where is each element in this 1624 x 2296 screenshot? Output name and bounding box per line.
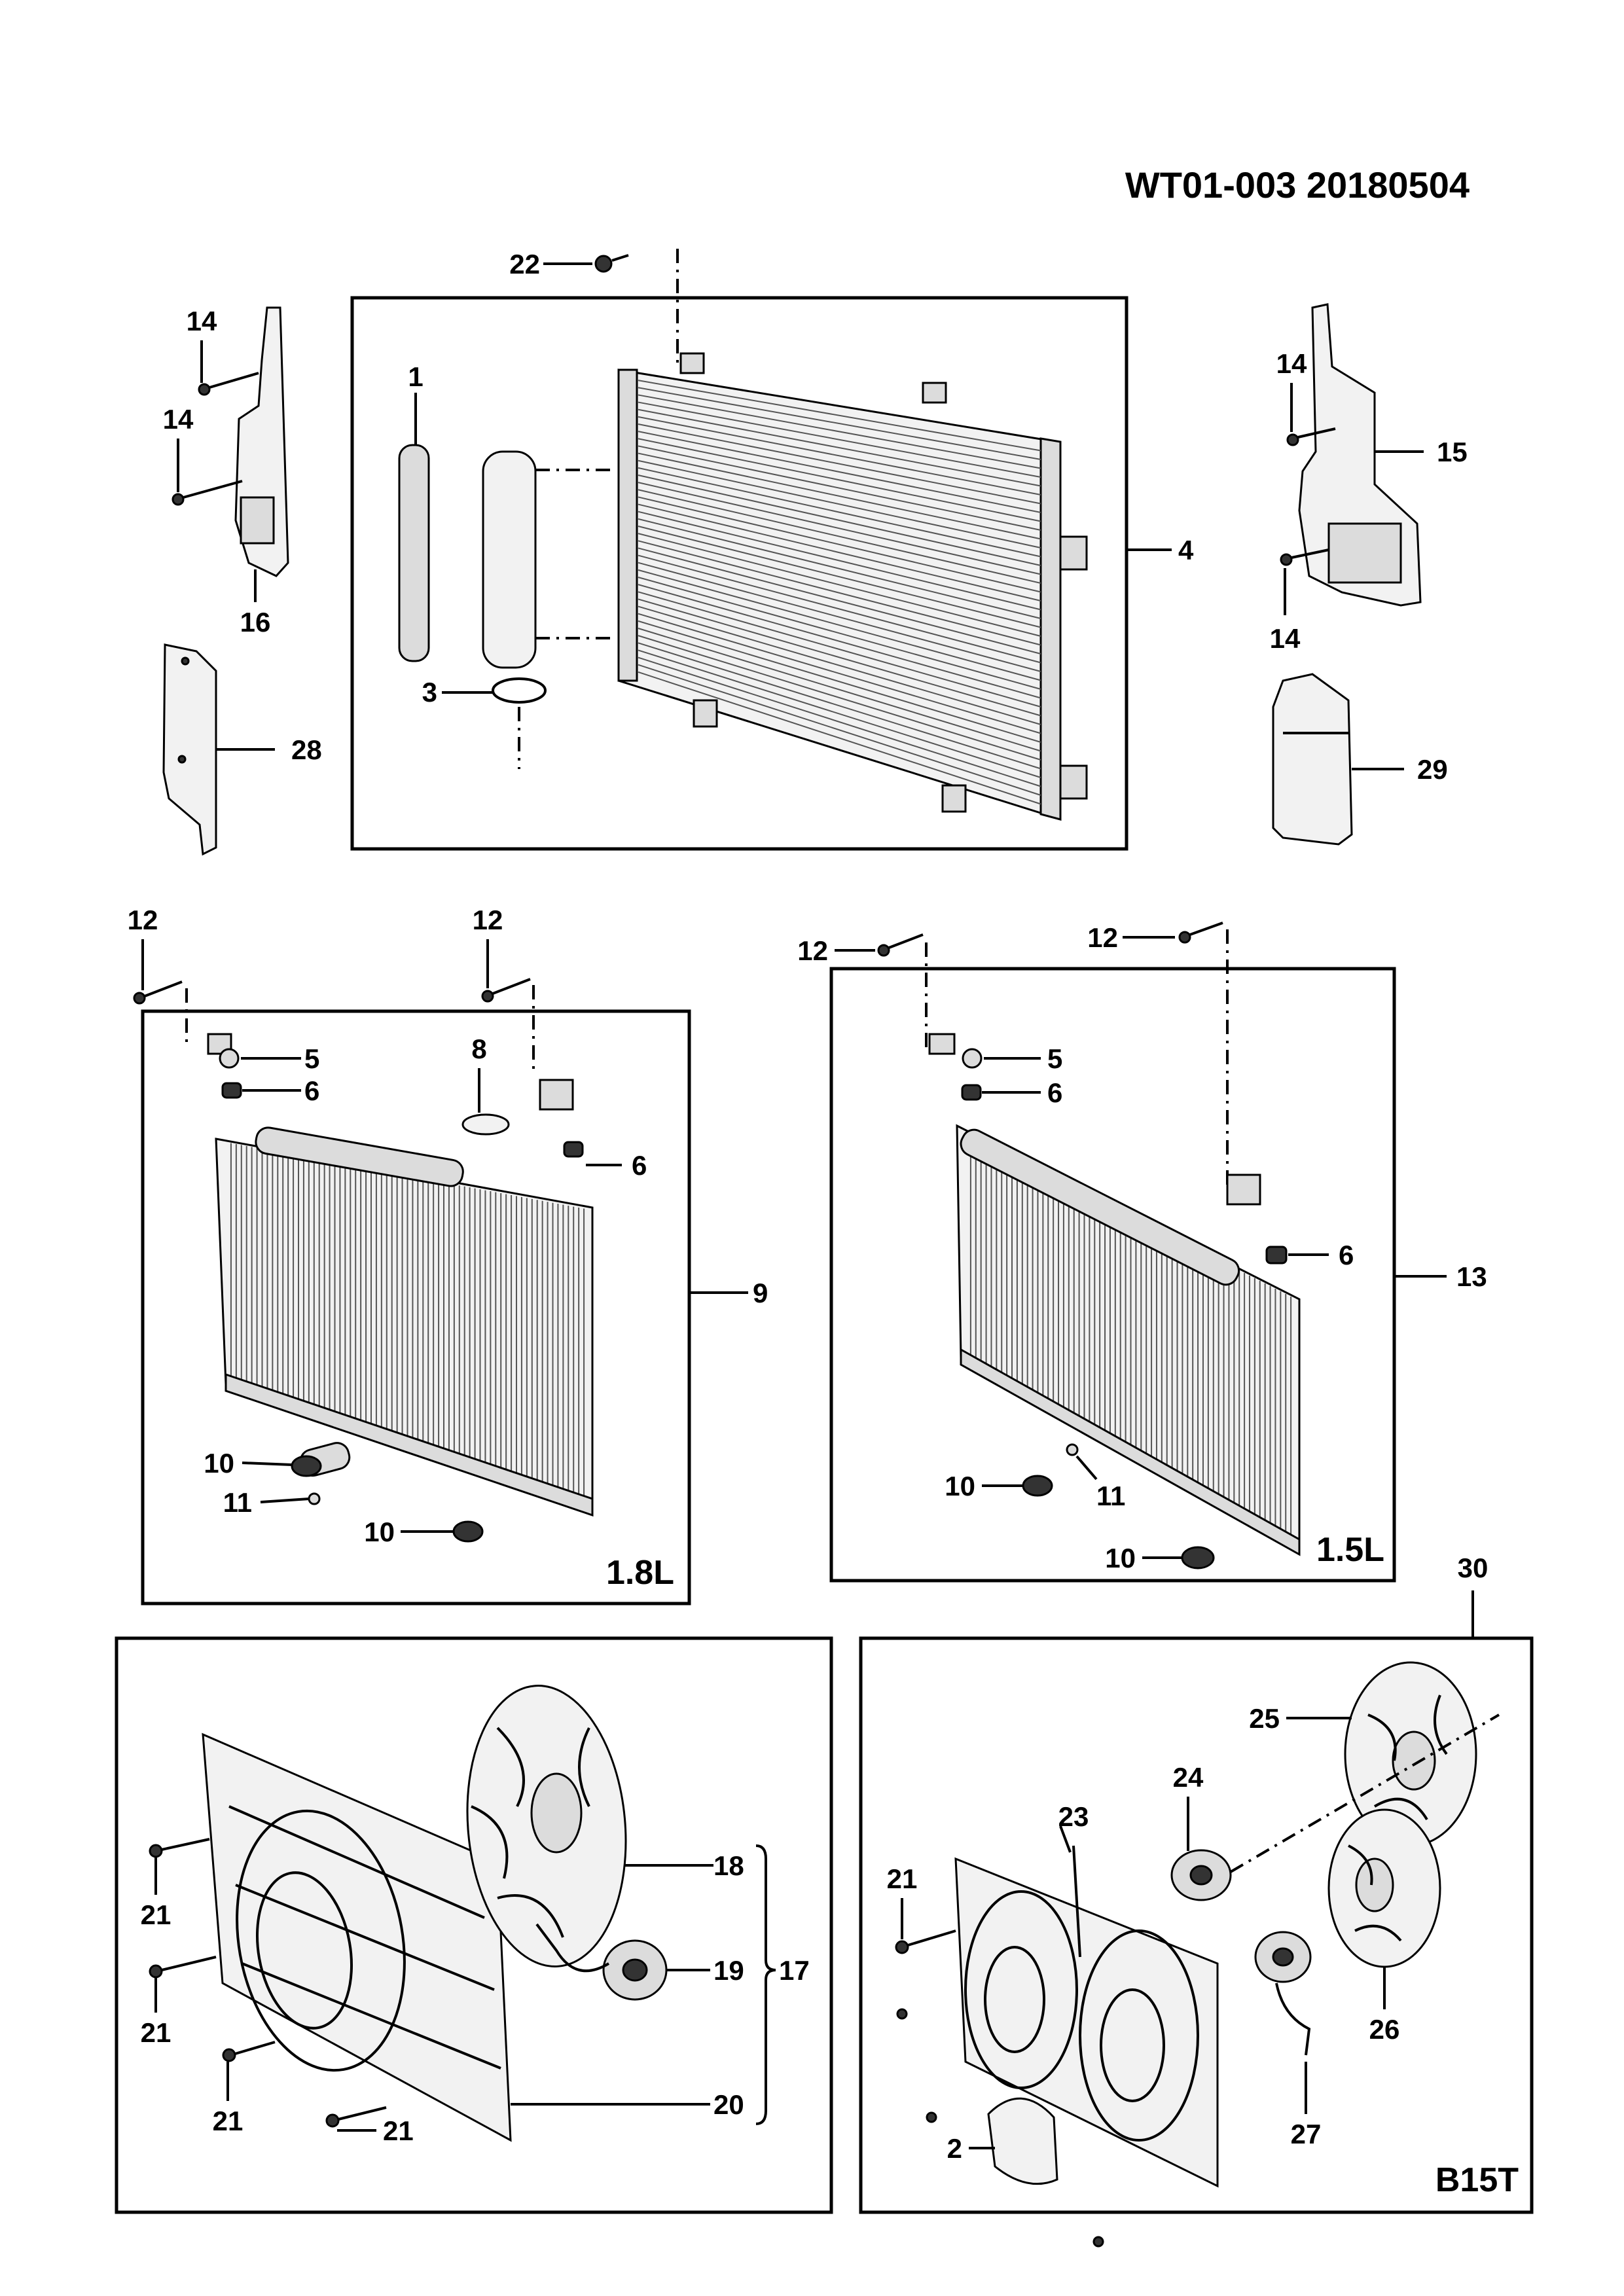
callout-12-b: 12 — [473, 905, 503, 935]
left-bracket-28 — [162, 643, 217, 856]
callout-19: 19 — [713, 1955, 744, 1986]
callout-5-a: 5 — [304, 1043, 319, 1074]
callout-21-e: 21 — [887, 1863, 918, 1894]
callout-14-d: 14 — [1270, 623, 1301, 654]
callout-11-b: 11 — [1096, 1480, 1125, 1511]
right-bracket-15 — [1280, 303, 1422, 607]
callout-10-b: 10 — [364, 1516, 395, 1547]
condenser-frame — [350, 296, 1128, 851]
o-ring — [492, 677, 547, 704]
radiator-1-8l-group: 1.8L 12 12 5 6 8 6 10 — [128, 905, 768, 1605]
callout-28: 28 — [291, 734, 322, 765]
callout-25: 25 — [1249, 1703, 1280, 1734]
callout-2: 2 — [947, 2133, 962, 2164]
condenser-group: 22 1 3 — [350, 249, 1194, 851]
callout-29: 29 — [1417, 754, 1448, 785]
callout-21-a: 21 — [141, 1899, 171, 1930]
callout-5-b: 5 — [1047, 1043, 1062, 1074]
callout-3: 3 — [422, 677, 437, 708]
callout-24: 24 — [1173, 1762, 1204, 1793]
drier-element — [398, 444, 430, 662]
radiator-1-5l-group: 1.5L 12 12 5 6 6 10 11 — [797, 922, 1487, 1583]
single-fan-group: 18 19 17 20 21 21 21 21 — [115, 1636, 833, 2214]
callout-10-c: 10 — [945, 1471, 975, 1501]
callout-6-d: 6 — [1339, 1240, 1354, 1270]
radiator-1-8l-frame — [141, 1009, 691, 1605]
engine-label-1-5l: 1.5L — [1316, 1531, 1384, 1569]
callout-12-a: 12 — [128, 905, 158, 935]
callout-9: 9 — [753, 1278, 768, 1308]
callout-27: 27 — [1291, 2119, 1322, 2149]
document-code: WT01-003 20180504 — [1125, 164, 1470, 206]
engine-label-b15t: B15T — [1435, 2161, 1519, 2199]
callout-12-d: 12 — [1087, 922, 1118, 953]
callout-12-c: 12 — [797, 935, 828, 966]
callout-1: 1 — [408, 361, 423, 392]
left-bracket-16 — [171, 306, 289, 577]
callout-17: 17 — [779, 1955, 810, 1986]
callout-22: 22 — [509, 249, 540, 279]
callout-4: 4 — [1178, 535, 1194, 565]
callout-14-c: 14 — [1276, 348, 1307, 379]
callout-18: 18 — [713, 1850, 744, 1881]
callout-14-b: 14 — [163, 404, 194, 435]
dual-fan-group: B15T 30 23 24 25 27 26 — [859, 1552, 1534, 2248]
callout-10-d: 10 — [1105, 1543, 1136, 1573]
callout-30: 30 — [1458, 1552, 1489, 1583]
callout-11-a: 11 — [223, 1487, 252, 1518]
callout-6-c: 6 — [1047, 1077, 1062, 1108]
bolt-22 — [543, 249, 679, 367]
callout-10-a: 10 — [204, 1448, 234, 1479]
callout-8: 8 — [471, 1033, 486, 1064]
callout-21-c: 21 — [213, 2106, 244, 2136]
callout-21-b: 21 — [141, 2017, 171, 2048]
callout-13: 13 — [1456, 1261, 1487, 1292]
callout-15: 15 — [1437, 437, 1468, 467]
callout-26: 26 — [1369, 2014, 1400, 2045]
right-bracket-29 — [1272, 673, 1353, 846]
dual-fan-frame — [859, 1636, 1534, 2214]
callout-6-b: 6 — [632, 1150, 647, 1181]
callout-14-a: 14 — [187, 306, 217, 336]
callout-23: 23 — [1058, 1801, 1089, 1832]
callout-20: 20 — [713, 2089, 744, 2120]
single-fan-frame — [115, 1636, 833, 2214]
callout-6-a: 6 — [304, 1075, 319, 1106]
condenser-core — [617, 352, 1088, 821]
callout-16: 16 — [240, 607, 271, 637]
engine-label-1-8l: 1.8L — [606, 1554, 674, 1592]
callout-21-d: 21 — [383, 2115, 414, 2146]
receiver-tube — [482, 450, 612, 669]
